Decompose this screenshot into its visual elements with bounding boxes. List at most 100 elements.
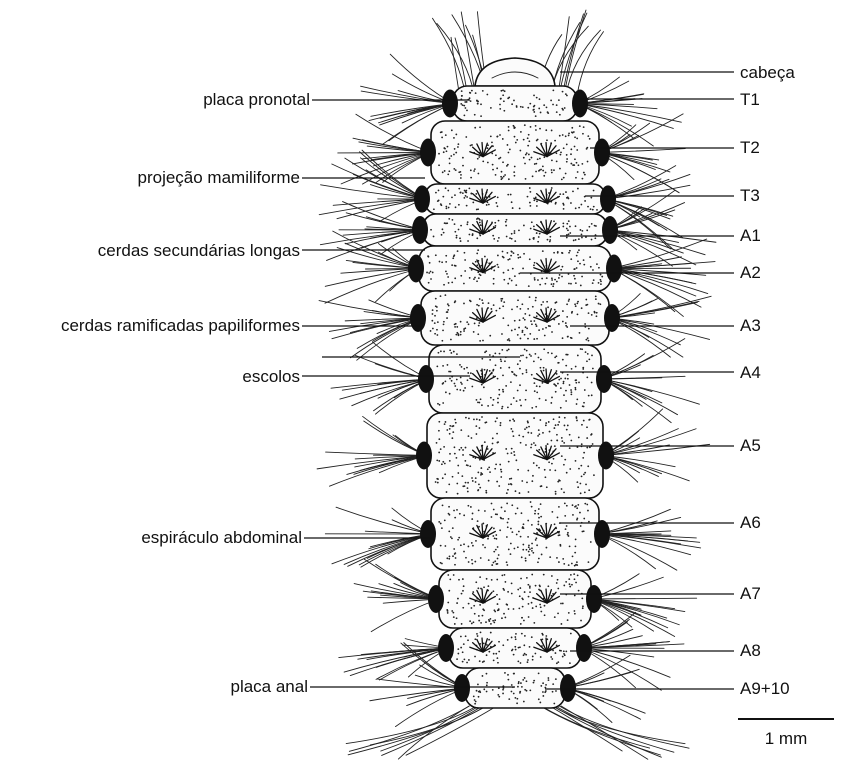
stipple-dot	[447, 364, 449, 366]
stipple-dot	[557, 579, 559, 581]
stipple-dot	[568, 198, 570, 200]
stipple-dot	[447, 574, 449, 576]
stipple-dot	[483, 386, 485, 388]
stipple-dot	[600, 274, 602, 276]
stipple-dot	[520, 623, 522, 625]
label-cabeca: cabeça	[740, 63, 795, 82]
stipple-dot	[522, 355, 524, 357]
stipple-dot	[562, 226, 564, 228]
stipple-dot	[454, 419, 456, 421]
stipple-dot	[441, 261, 443, 263]
stipple-dot	[560, 269, 562, 271]
stipple-dot	[431, 320, 433, 322]
stipple-dot	[453, 137, 455, 139]
stipple-dot	[558, 99, 560, 101]
stipple-dot	[498, 237, 500, 239]
stipple-dot	[449, 556, 451, 558]
stipple-dot	[546, 139, 548, 141]
stipple-dot	[500, 422, 502, 424]
stipple-dot	[491, 564, 493, 566]
stipple-dot	[543, 104, 545, 106]
stipple-dot	[450, 371, 452, 373]
stipple-dot	[487, 405, 489, 407]
stipple-dot	[438, 200, 440, 202]
stipple-dot	[514, 374, 516, 376]
stipple-dot	[578, 468, 580, 470]
stipple-dot	[536, 200, 538, 202]
stipple-dot	[569, 226, 571, 228]
stipple-dot	[581, 163, 583, 165]
stipple-dot	[498, 554, 500, 556]
stipple-dot	[568, 612, 570, 614]
stipple-dot	[596, 263, 598, 265]
stipple-dot	[528, 546, 530, 548]
stipple-dot	[515, 459, 517, 461]
stipple-dot	[482, 90, 484, 92]
stipple-dot	[582, 405, 584, 407]
stipple-dot	[570, 202, 572, 204]
stipple-dot	[533, 442, 535, 444]
stipple-dot	[473, 331, 475, 333]
stipple-dot	[445, 206, 447, 208]
stipple-dot	[521, 556, 523, 558]
stipple-dot	[519, 368, 521, 370]
stipple-dot	[486, 673, 488, 675]
stipple-dot	[485, 490, 487, 492]
stipple-dot	[465, 482, 467, 484]
stipple-dot	[556, 557, 558, 559]
stipple-dot	[460, 382, 462, 384]
stipple-dot	[447, 309, 449, 311]
stipple-dot	[508, 152, 510, 154]
stipple-dot	[540, 516, 542, 518]
stipple-dot	[438, 190, 440, 192]
stipple-dot	[478, 218, 480, 220]
stipple-dot	[572, 555, 574, 557]
stipple-dot	[568, 135, 570, 137]
stipple-dot	[508, 483, 510, 485]
stipple-dot	[484, 369, 486, 371]
stipple-dot	[546, 486, 548, 488]
stipple-dot	[479, 235, 481, 237]
stipple-dot	[519, 595, 521, 597]
stipple-dot	[533, 680, 535, 682]
label-t3: T3	[740, 186, 760, 205]
stipple-dot	[471, 90, 473, 92]
stipple-dot	[451, 281, 453, 283]
label-a5: A5	[740, 436, 761, 455]
stipple-dot	[566, 303, 568, 305]
stipple-dot	[464, 252, 466, 254]
stipple-dot	[442, 365, 444, 367]
lateral-verruca	[594, 520, 610, 548]
stipple-dot	[551, 397, 553, 399]
stipple-dot	[576, 398, 578, 400]
stipple-dot	[513, 435, 515, 437]
stipple-dot	[468, 603, 470, 605]
stipple-dot	[513, 171, 515, 173]
stipple-dot	[438, 352, 440, 354]
stipple-dot	[462, 590, 464, 592]
stipple-dot	[585, 299, 587, 301]
stipple-dot	[540, 611, 542, 613]
stipple-dot	[533, 225, 535, 227]
stipple-dot	[587, 510, 589, 512]
stipple-dot	[558, 277, 560, 279]
stipple-dot	[551, 169, 553, 171]
stipple-dot	[478, 322, 480, 324]
stipple-dot	[496, 417, 498, 419]
stipple-dot	[578, 249, 580, 251]
stipple-dot	[459, 364, 461, 366]
stipple-dot	[576, 519, 578, 521]
stipple-dot	[566, 161, 568, 163]
stipple-dot	[511, 691, 513, 693]
stipple-dot	[554, 279, 556, 281]
stipple-dot	[488, 204, 490, 206]
stipple-dot	[557, 588, 559, 590]
stipple-dot	[568, 252, 570, 254]
stipple-dot	[442, 504, 444, 506]
stipple-dot	[549, 556, 551, 558]
stipple-dot	[497, 135, 499, 137]
stipple-dot	[468, 187, 470, 189]
stipple-dot	[537, 435, 539, 437]
stipple-dot	[536, 465, 538, 467]
stipple-dot	[478, 615, 480, 617]
